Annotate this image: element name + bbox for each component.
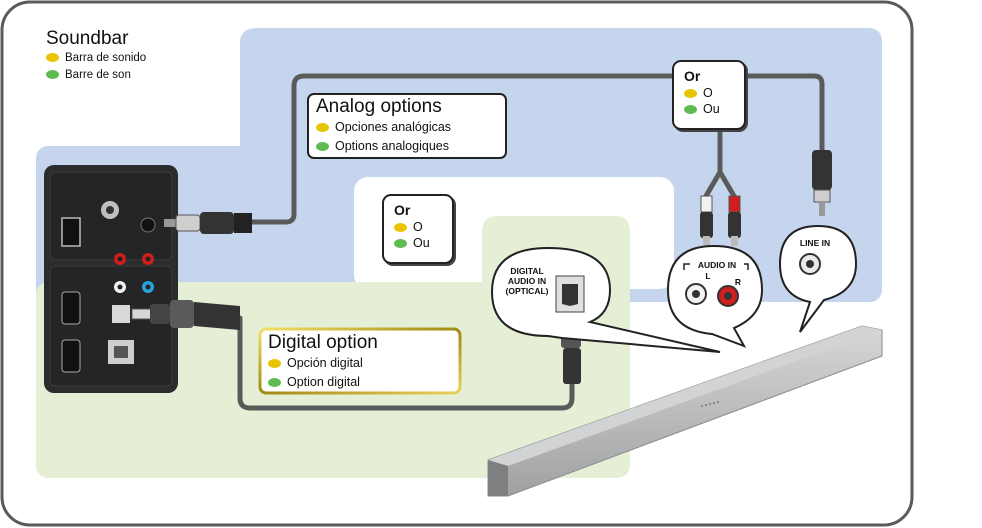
digital-option-box bbox=[258, 327, 462, 395]
yellow-dot-icon bbox=[316, 123, 329, 133]
optical-plug-tv bbox=[131, 300, 240, 330]
bubble-audio-in bbox=[666, 244, 764, 348]
optical-bubble-label: DIGITAL AUDIO IN (OPTICAL) bbox=[505, 266, 549, 296]
line-in-plug bbox=[812, 150, 832, 216]
digital-option-label: Digital option Opción digital Option dig… bbox=[268, 332, 378, 392]
digital-option-title: Digital option bbox=[268, 332, 378, 353]
line-in-bubble-label: LINE IN bbox=[799, 238, 831, 248]
soundbar-legend-fr: Barre de son bbox=[65, 69, 131, 81]
or-box-middle-es: O bbox=[413, 220, 423, 234]
or-box-middle-title: Or bbox=[394, 202, 411, 218]
or-box-top-title: Or bbox=[684, 68, 701, 84]
analog-options-title: Analog options bbox=[316, 96, 442, 117]
green-dot-icon bbox=[684, 105, 697, 115]
yellow-dot-icon bbox=[684, 89, 697, 99]
soundbar-illustration bbox=[487, 325, 883, 497]
or-box-top-es: O bbox=[703, 86, 713, 100]
or-box-middle: Or O Ou bbox=[382, 194, 454, 264]
green-dot-icon bbox=[316, 142, 329, 152]
audio-in-bubble-label: AUDIO IN bbox=[690, 260, 744, 270]
audio-in-left-label: L bbox=[705, 271, 711, 281]
digital-option-fr: Option digital bbox=[287, 375, 360, 389]
yellow-dot-icon bbox=[394, 223, 407, 233]
soundbar-legend: Soundbar Barra de sonido Barre de son bbox=[46, 28, 146, 84]
soundbar-legend-es: Barra de sonido bbox=[65, 52, 147, 64]
cables bbox=[233, 73, 825, 411]
audio-in-right-label: R bbox=[734, 277, 742, 287]
analog-options-es: Opciones analógicas bbox=[335, 120, 452, 134]
or-box-top-fr: Ou bbox=[703, 102, 720, 116]
green-dot-icon bbox=[268, 378, 281, 388]
soundbar-legend-title: Soundbar bbox=[46, 28, 129, 49]
rca-plugs bbox=[700, 195, 741, 246]
yellow-dot-icon bbox=[268, 359, 281, 369]
or-box-top: Or O Ou bbox=[672, 60, 746, 130]
green-dot-icon bbox=[394, 239, 407, 249]
analog-options-label: Analog options Opciones analógicas Optio… bbox=[316, 96, 451, 156]
tv-back-panel bbox=[44, 165, 178, 393]
or-box-middle-fr: Ou bbox=[413, 236, 430, 250]
analog-options-fr: Options analogiques bbox=[335, 139, 449, 153]
analog-options-box bbox=[307, 93, 507, 159]
yellow-dot-icon bbox=[46, 53, 59, 63]
bubble-line-in bbox=[778, 224, 858, 333]
green-dot-icon bbox=[46, 70, 59, 80]
digital-option-es: Opción digital bbox=[287, 356, 363, 370]
analog-plug-tv bbox=[164, 212, 252, 234]
bubble-optical bbox=[490, 246, 721, 353]
